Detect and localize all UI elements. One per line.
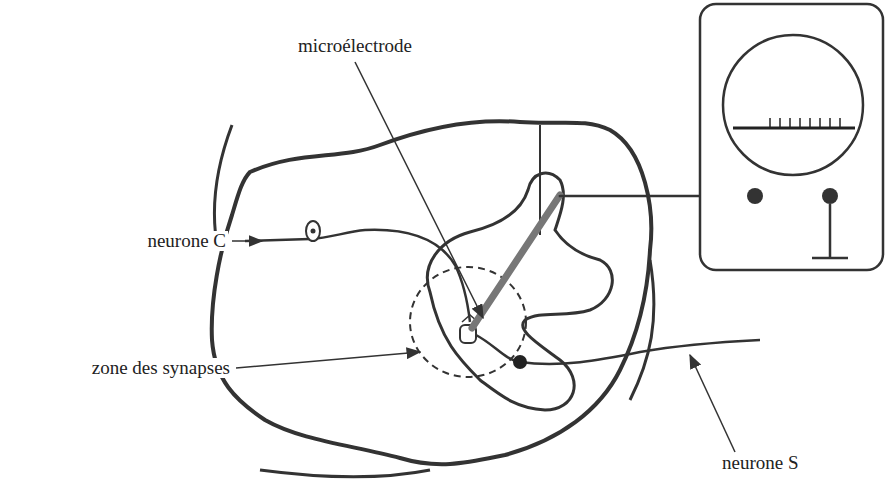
spike bbox=[779, 118, 781, 127]
spike bbox=[829, 118, 831, 127]
microelectrode bbox=[472, 195, 560, 328]
grey-matter bbox=[427, 173, 612, 410]
synapse-zone bbox=[410, 267, 526, 377]
spike bbox=[799, 118, 801, 127]
ground-symbol bbox=[812, 204, 848, 258]
oscilloscope-screen bbox=[723, 35, 863, 175]
label: neurone C bbox=[145, 231, 228, 252]
neuron-c-body bbox=[306, 221, 320, 241]
leader-line bbox=[232, 240, 262, 242]
neuron-c-axon bbox=[245, 230, 470, 322]
trace bbox=[733, 127, 855, 130]
leader-line bbox=[690, 355, 735, 452]
label: neurone S bbox=[720, 453, 801, 474]
spike bbox=[819, 118, 821, 127]
terminal bbox=[822, 188, 838, 204]
spike bbox=[809, 118, 811, 127]
terminal bbox=[747, 188, 763, 204]
spinal-cord-outline bbox=[212, 121, 651, 464]
oscilloscope bbox=[700, 4, 883, 270]
leader-line bbox=[236, 352, 420, 368]
spike bbox=[789, 118, 791, 127]
neuron-s-body bbox=[513, 355, 527, 369]
leader-line bbox=[355, 62, 483, 318]
spike bbox=[839, 118, 841, 127]
outer-membrane bbox=[214, 125, 654, 477]
label: zone des synapses bbox=[90, 358, 232, 379]
spike bbox=[769, 118, 771, 127]
label: microélectrode bbox=[296, 36, 414, 57]
